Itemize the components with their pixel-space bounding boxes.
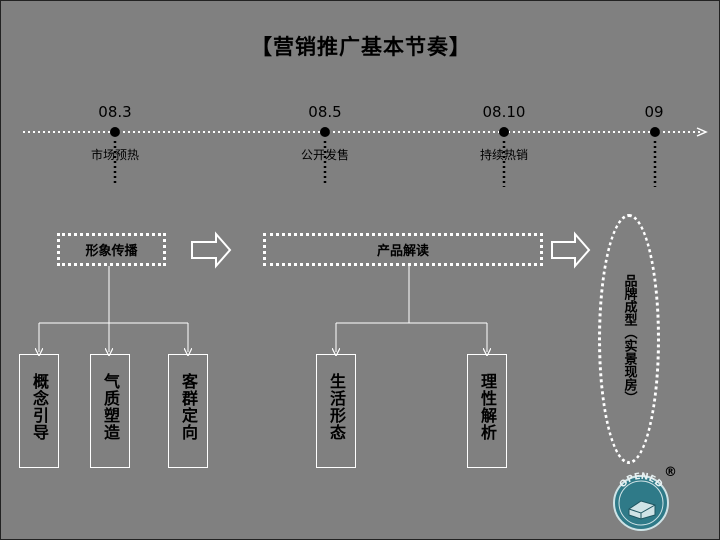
milestone-dot [110,127,120,137]
sub-item-rational: 理性解析 [467,354,507,468]
sub-item-customer: 客群定向 [168,354,208,468]
phase-label: 产品解读 [376,244,429,259]
milestone-dot [499,127,509,137]
phase-box-image: 形象传播 [57,233,166,266]
milestone-label: 公开发售 [300,148,349,162]
phase-arrow [191,231,232,269]
opened-logo: OPENED [613,472,669,531]
milestone-date: 08.3 [98,103,132,121]
phase-box-product: 产品解读 [263,233,543,266]
milestone-date: 08.5 [308,103,342,121]
slide-title: 【营销推广基本节奏】 [251,35,471,59]
phase-arrow [551,231,591,269]
registered-mark: ® [664,465,677,480]
phase-oval-brand: 品牌成型（实景现房） [598,214,660,464]
milestone-label: 市场预热 [90,148,139,162]
phase-label: 品牌成型（实景现房） [621,274,637,404]
sub-item-temperament: 气质塑造 [90,354,130,468]
milestone-date: 09 [644,103,664,121]
sub-item-concept: 概念引导 [19,354,59,468]
milestone-dot [650,127,660,137]
milestone-label: 持续热销 [479,148,528,162]
sub-item-lifestyle: 生活形态 [316,354,356,468]
logo-text: OPENED [618,472,664,490]
phase-label: 形象传播 [85,244,138,259]
milestone-dot [320,127,330,137]
milestone-date: 08.10 [482,103,526,121]
timeline-arrowhead [696,127,708,137]
svg-text:OPENED: OPENED [618,472,664,490]
